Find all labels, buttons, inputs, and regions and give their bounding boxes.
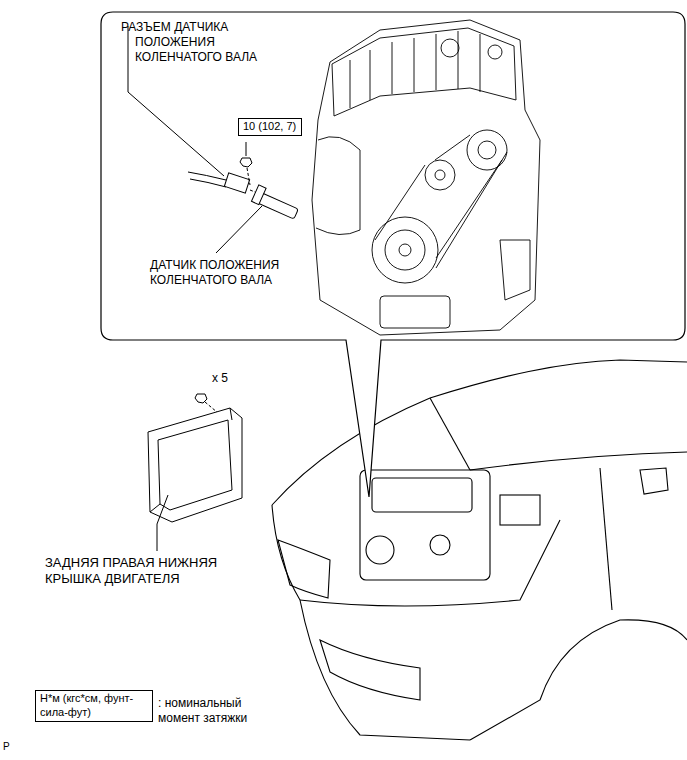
engine-bay-block — [360, 470, 490, 580]
engine-cap — [488, 45, 502, 59]
engine-illustration — [312, 20, 540, 335]
crank-pulley — [372, 217, 438, 283]
car-front — [272, 505, 470, 740]
figure-code: P — [3, 741, 10, 754]
part-label: РАЗЪЕМ ДАТЧИКА ПОЛОЖЕНИЯ КОЛЕНЧАТОГО ВАЛ… — [121, 20, 300, 65]
leader-line — [216, 206, 262, 253]
engine-bay-cover — [372, 478, 472, 512]
car-a-pillar — [430, 398, 470, 470]
leader-line — [157, 495, 168, 551]
engine-under-cover — [148, 408, 242, 522]
engine-bay-pulley — [366, 536, 394, 564]
sensor-connector — [224, 173, 249, 193]
oil-pan — [380, 296, 450, 328]
cover-illustration — [148, 394, 242, 551]
sensor-bolt — [240, 158, 252, 167]
legend-text: : номинальный момент затяжки — [158, 696, 258, 726]
car-fender — [470, 620, 687, 740]
quantity-label: x 5 — [212, 371, 228, 386]
sensor-wire — [188, 172, 226, 187]
engine-head-cover — [332, 28, 516, 116]
car-windshield — [470, 452, 687, 470]
cover-rim — [150, 408, 232, 512]
engine-rib — [350, 31, 480, 108]
engine-mount — [500, 240, 530, 300]
car-bay-edge — [300, 520, 560, 606]
alternator-pulley — [467, 130, 507, 170]
crank-pulley-inner — [385, 230, 425, 270]
engine-intake — [316, 137, 360, 235]
torque-box: 10 (102, 7) — [238, 118, 302, 136]
car-door-line — [600, 468, 612, 610]
water-pump-pulley — [425, 160, 455, 190]
car-grille — [320, 640, 420, 700]
engine-bay-battery — [500, 495, 540, 525]
car-mirror — [640, 468, 668, 494]
water-pump-hub — [435, 170, 445, 180]
drive-belt — [375, 135, 507, 268]
car-roof — [430, 360, 687, 398]
cover-inner — [158, 420, 232, 510]
sensor-flange — [251, 185, 266, 205]
cover-bolt — [195, 394, 207, 403]
engine-block — [312, 20, 540, 335]
part-label: ДАТЧИК ПОЛОЖЕНИЯ КОЛЕНЧАТОГО ВАЛА — [150, 258, 300, 288]
car-hood — [272, 398, 430, 505]
torque-legend-box: Н*м (кгс*см, фунт-сила-фут) — [35, 690, 153, 722]
car-headlight — [278, 540, 330, 598]
alternator-pulley-inner — [478, 141, 496, 159]
engine-bay-pulley — [430, 535, 450, 555]
car-illustration — [272, 360, 687, 740]
box-text: Н*м (кгс*см, фунт-сила-фут) — [40, 692, 148, 720]
engine-cap — [441, 39, 459, 57]
leader-line — [246, 142, 247, 156]
part-label: ЗАДНЯЯ ПРАВАЯ НИЖНЯЯ КРЫШКА ДВИГАТЕЛЯ — [45, 555, 265, 588]
crank-pulley-hub — [399, 244, 411, 256]
box-text: 10 (102, 7) — [243, 120, 297, 134]
